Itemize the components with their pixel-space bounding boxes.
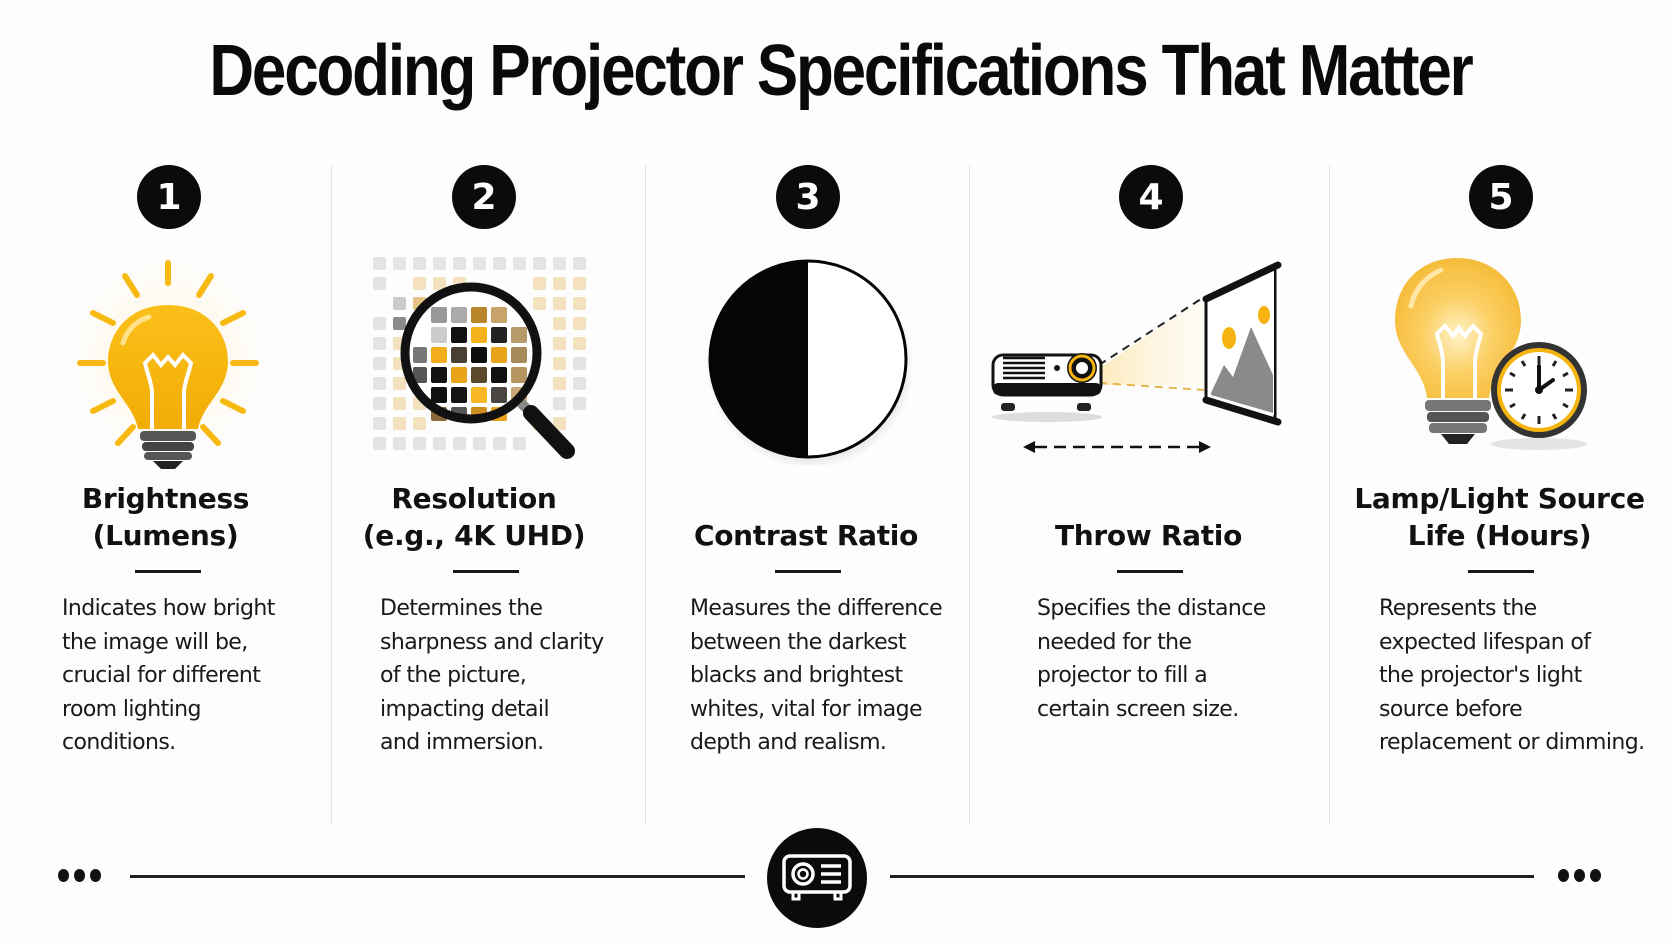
lightbulb-glowing-icon: [55, 243, 285, 478]
spec-description: Determines the sharpness and clarity of …: [380, 596, 604, 755]
ellipsis-dots-right: [1558, 869, 1601, 882]
spec-heading: Resolution (e.g., 4K UHD): [362, 482, 586, 552]
spec-heading: Contrast Ratio: [693, 519, 919, 552]
step-number-badge: 2: [452, 165, 516, 229]
step-number-badge: 1: [137, 165, 201, 229]
spec-card-throw-ratio: 4: [969, 165, 1329, 805]
step-number-badge: 5: [1469, 165, 1533, 229]
spec-heading: Brightness (Lumens): [81, 482, 250, 552]
page-title: Decoding Projector Specifications That M…: [209, 31, 1473, 111]
heading-underline: [775, 570, 841, 573]
spec-description: Specifies the distance needed for the pr…: [1037, 596, 1266, 722]
heading-underline: [1117, 570, 1183, 573]
column-divider: [969, 165, 970, 825]
projector-screen-distance-icon: [989, 255, 1319, 470]
spec-heading: Throw Ratio: [1054, 519, 1243, 552]
ellipsis-dots-left: [58, 869, 101, 882]
spec-description: Indicates how bright the image will be, …: [62, 596, 275, 755]
step-number-badge: 4: [1119, 165, 1183, 229]
spec-card-brightness: 1: [0, 165, 331, 805]
spec-card-contrast-ratio: 3 Contrast Ratio Measures the difference…: [645, 165, 969, 805]
spec-card-lamp-life: 5: [1329, 165, 1672, 805]
spec-card-resolution: 2: [331, 165, 645, 805]
footer-line-right: [890, 875, 1534, 878]
heading-underline: [453, 570, 519, 573]
footer-line-left: [130, 875, 745, 878]
spec-heading: Lamp/Light Source Life (Hours): [1354, 482, 1645, 552]
column-divider: [645, 165, 646, 825]
contrast-circle-icon: [705, 255, 915, 470]
column-divider: [331, 165, 332, 825]
heading-underline: [1468, 570, 1534, 573]
lightbulb-clock-icon: [1389, 258, 1609, 473]
column-divider: [1329, 165, 1330, 825]
heading-underline: [135, 570, 201, 573]
projector-icon: [767, 828, 867, 928]
magnifier-pixels-icon: [371, 255, 611, 480]
step-number-badge: 3: [776, 165, 840, 229]
spec-description: Measures the difference between the dark…: [690, 596, 943, 755]
spec-description: Represents the expected lifespan of the …: [1379, 596, 1645, 755]
